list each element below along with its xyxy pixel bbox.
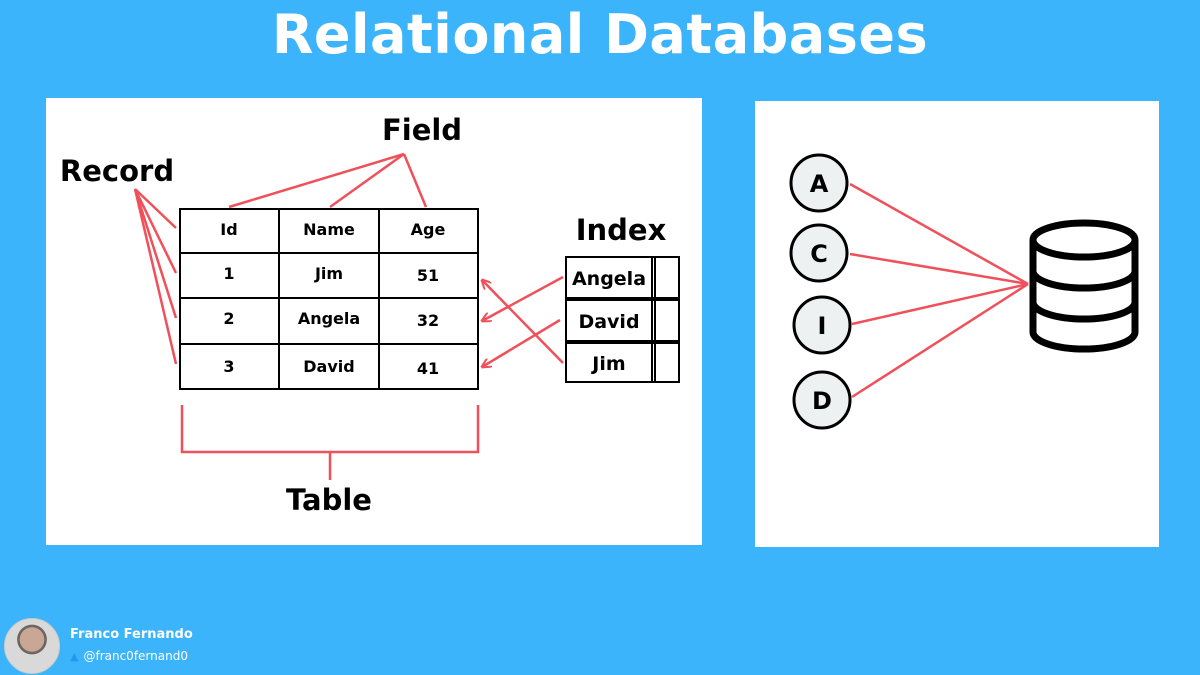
table-header-name: Name	[303, 220, 355, 239]
table-cell: 1	[223, 264, 234, 283]
table-grid	[179, 208, 479, 390]
table-cell: 3	[223, 357, 234, 376]
table-cell: 41	[417, 359, 439, 378]
field-label: Field	[382, 113, 462, 147]
acid-letter: A	[810, 170, 829, 198]
record-connectors	[133, 188, 178, 365]
acid-circle-a: A	[789, 153, 849, 213]
author-name: Franco Fernando	[70, 627, 193, 642]
table-cell: 51	[417, 266, 439, 285]
index-entry: Jim	[590, 353, 625, 375]
relational-diagram-panel	[46, 98, 702, 545]
page-title: Relational Databases	[271, 3, 929, 66]
acid-letter: I	[818, 312, 827, 340]
index-label: Index	[576, 213, 667, 247]
table-cell: David	[303, 357, 354, 376]
table-label: Table	[286, 483, 372, 517]
table-cell: 32	[417, 311, 439, 330]
author-handle: @franc0fernand0	[83, 649, 188, 663]
twitter-bird-icon: ▲	[70, 650, 79, 663]
table-header-age: Age	[411, 220, 446, 239]
index-grid	[565, 256, 680, 383]
acid-letter: D	[812, 387, 832, 415]
index-entry: Angela	[572, 268, 646, 290]
index-entry: David	[578, 311, 639, 333]
acid-circle-c: C	[789, 223, 849, 283]
index-arrows	[482, 275, 564, 367]
acid-circle-d: D	[792, 370, 852, 430]
database-icon	[1029, 219, 1139, 353]
author-badge: Franco Fernando ▲ @franc0fernand0	[4, 618, 304, 674]
table-cell: Jim	[314, 264, 343, 283]
author-handle-line: ▲ @franc0fernand0	[70, 649, 188, 663]
table-bracket	[180, 405, 480, 480]
field-connectors	[228, 152, 428, 209]
acid-connectors	[849, 182, 1029, 399]
record-label: Record	[60, 154, 174, 188]
table-cell: 2	[223, 309, 234, 328]
acid-circle-i: I	[792, 295, 852, 355]
table-cell: Angela	[298, 309, 360, 328]
acid-letter: C	[810, 240, 828, 268]
table-header-id: Id	[220, 220, 237, 239]
avatar	[4, 618, 60, 674]
